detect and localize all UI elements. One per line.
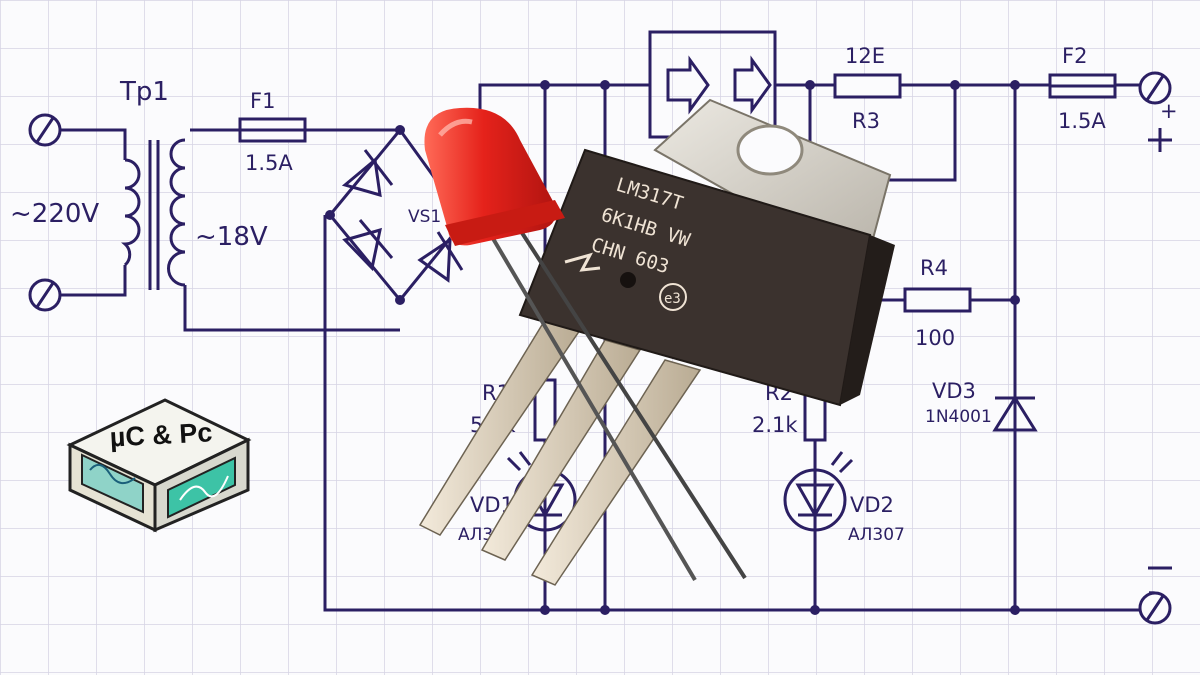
label-secondary-voltage: ~18V (195, 222, 268, 252)
led-flange (445, 200, 565, 246)
label-vd3-part: 1N4001 (925, 407, 992, 427)
junction-dots (325, 80, 1020, 615)
polarity-marks (1148, 128, 1172, 570)
led-lead-2 (513, 220, 747, 580)
lm317-regulator-photo: LM317T 6K1HB VW CHN 603 e3 (418, 98, 895, 586)
regulator-mount-hole (736, 124, 804, 176)
label-fuse2-ref: F2 (1062, 44, 1087, 68)
label-primary-voltage: ~220V (10, 199, 99, 229)
regulator-marking-e3: e3 (664, 291, 681, 307)
led-lead-1 (483, 223, 697, 582)
label-r4-ref: R4 (920, 256, 948, 280)
label-r3-ref: R3 (852, 109, 880, 133)
label-out-plus: + (1160, 99, 1178, 123)
uc-pc-logo: µC & Pc (66, 398, 252, 533)
label-transformer-ref: Tp1 (119, 77, 169, 107)
label-r4-value: 100 (915, 326, 955, 350)
transformer-coils (121, 138, 186, 290)
label-out-minus: - (1148, 579, 1156, 603)
diode-vd3 (992, 395, 1038, 432)
component-boxes (238, 73, 1117, 442)
regulator-pin-3 (530, 359, 702, 586)
red-led-photo (424, 107, 747, 582)
label-vd2-part: AЛ307 (848, 525, 905, 545)
label-fuse1-ref: F1 (250, 89, 275, 113)
label-fuse2-rating: 1.5A (1058, 109, 1106, 133)
label-r3-value: 12E (845, 44, 885, 68)
label-fuse1-rating: 1.5A (245, 151, 293, 175)
fuse-wires (240, 84, 1115, 132)
logo-text: µC & Pc (109, 417, 213, 452)
label-vd3-ref: VD3 (932, 379, 976, 403)
regulator-pin-2 (480, 339, 642, 561)
label-bridge-ref: VS1 (408, 207, 441, 227)
resistor-r3 (833, 73, 902, 99)
terminal-slashes (35, 75, 1165, 621)
bridge-diodes (341, 149, 464, 283)
st-logo-icon (564, 252, 601, 272)
label-r2-value: 2.1k (752, 413, 798, 437)
led-vd2-symbol (783, 468, 847, 532)
resistor-r4 (903, 287, 972, 313)
label-vd2-ref: VD2 (850, 493, 894, 517)
